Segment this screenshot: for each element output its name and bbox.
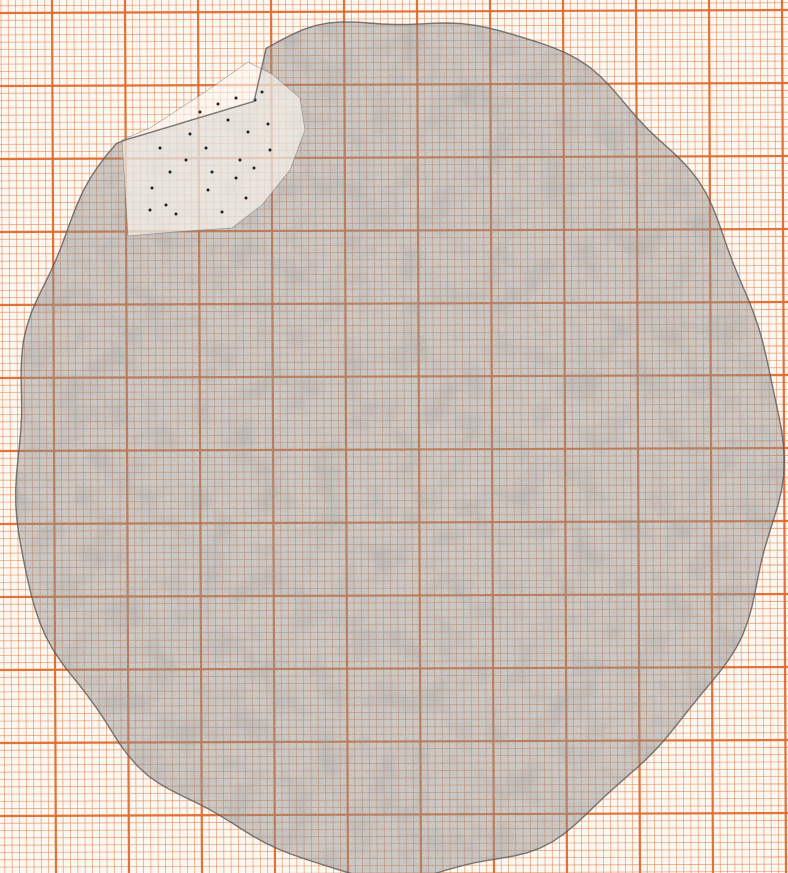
stipple-dot bbox=[158, 146, 162, 150]
stippled-dots bbox=[148, 90, 272, 216]
stipple-dot bbox=[168, 170, 172, 174]
stipple-dot bbox=[150, 186, 154, 190]
stipple-dot bbox=[206, 188, 210, 192]
major-grid-line-horizontal bbox=[0, 8, 788, 15]
minor-grid-line-horizontal bbox=[0, 2, 788, 7]
stipple-dot bbox=[268, 148, 272, 152]
stipple-dot bbox=[204, 146, 208, 150]
stipple-dot bbox=[226, 118, 230, 122]
stipple-dot bbox=[260, 90, 264, 94]
stipple-dot bbox=[220, 210, 224, 214]
stipple-dot bbox=[210, 170, 214, 174]
stipple-dot bbox=[246, 130, 250, 134]
major-grid-line-vertical bbox=[780, 0, 788, 873]
stipple-dot bbox=[266, 122, 270, 126]
stipple-dot bbox=[184, 158, 188, 162]
stipple-dot bbox=[234, 176, 238, 180]
stipple-dot bbox=[198, 110, 202, 114]
stipple-dot bbox=[174, 212, 178, 216]
stipple-dot bbox=[252, 166, 256, 170]
stipple-dot bbox=[244, 196, 248, 200]
stipple-dot bbox=[148, 208, 152, 212]
unshaded-corner-region bbox=[121, 61, 306, 237]
disc-outline bbox=[14, 21, 786, 873]
stipple-dot bbox=[164, 203, 168, 207]
stipple-dot bbox=[234, 96, 238, 100]
stipple-dot bbox=[216, 102, 220, 106]
minor-grid-line-horizontal bbox=[0, 16, 788, 21]
stipple-dot bbox=[238, 158, 242, 162]
stipple-dot bbox=[188, 132, 192, 136]
